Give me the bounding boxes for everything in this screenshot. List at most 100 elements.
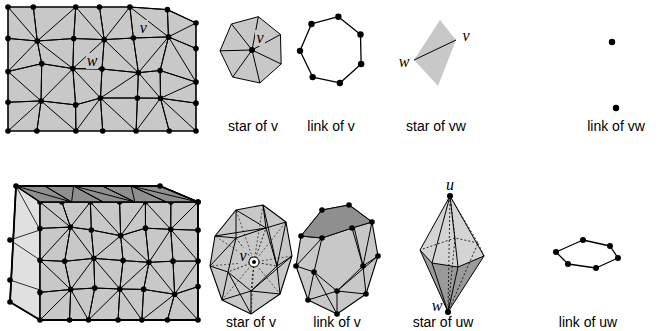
mesh-edge	[450, 196, 458, 267]
mesh-edge	[104, 38, 133, 40]
caption-label: link of uw	[559, 315, 617, 329]
mesh-edge	[40, 202, 41, 228]
mesh-edge	[130, 7, 133, 38]
mesh-face	[16, 186, 198, 202]
mesh-edge	[94, 258, 123, 260]
vertex-dot	[193, 20, 199, 26]
vertex-label: v	[461, 28, 470, 44]
mesh-edge	[121, 236, 123, 261]
vertex-label: v	[255, 30, 264, 46]
mesh-edge	[450, 196, 484, 256]
mesh-edge	[142, 289, 144, 320]
mesh-edge	[123, 261, 149, 263]
mesh-edge	[251, 262, 254, 314]
mesh-edge	[90, 202, 92, 230]
mesh-edge	[296, 238, 322, 266]
mesh-face	[8, 7, 196, 131]
vertex-label: v	[139, 20, 148, 36]
vertex-dot	[131, 35, 137, 41]
mesh-edge	[149, 229, 171, 262]
vertex-dot	[349, 225, 355, 231]
mesh-edge	[133, 37, 168, 38]
mesh-edge	[41, 69, 73, 101]
mesh-edge	[71, 289, 89, 320]
mesh-edge	[10, 240, 40, 260]
vertex-dot	[31, 4, 37, 10]
mesh-edge	[120, 262, 149, 289]
mesh-edge	[37, 41, 73, 69]
mesh-edge	[76, 7, 100, 8]
vertex-dot	[5, 69, 11, 75]
mesh-edge	[167, 10, 168, 37]
mesh-edge	[254, 256, 292, 262]
mesh-edge	[71, 288, 95, 289]
mesh-edge	[121, 202, 146, 236]
mesh-edge	[102, 69, 138, 73]
mesh-edge	[458, 256, 484, 267]
mesh-edge	[171, 229, 198, 231]
vertex-dot	[141, 287, 147, 293]
mesh-edge	[76, 98, 101, 131]
mesh-edge	[420, 196, 450, 250]
mesh-edge	[37, 101, 41, 131]
mesh-edge	[95, 288, 120, 290]
mesh-edge	[65, 227, 71, 261]
mesh-edge	[171, 229, 173, 261]
vertex-dot	[99, 66, 105, 72]
mesh-edge	[8, 102, 9, 131]
mesh-edge	[173, 261, 175, 294]
mesh-edge	[118, 289, 120, 320]
mesh-edge	[137, 73, 138, 98]
mesh-edge	[167, 10, 196, 23]
mesh-edge	[45, 186, 72, 202]
mesh-edge	[166, 202, 198, 203]
vertex-label: w	[431, 298, 444, 314]
mesh-edge	[40, 228, 41, 260]
mesh-edge	[91, 230, 120, 236]
mesh-edge	[42, 64, 73, 69]
mesh-edge	[33, 7, 37, 41]
mesh-edge	[88, 289, 119, 320]
mesh-edge	[37, 131, 76, 132]
vertex-dot	[375, 253, 381, 259]
mesh-edge	[136, 98, 137, 131]
mesh-edge	[74, 186, 104, 202]
vertex-dot	[319, 235, 325, 241]
vertex-dot	[613, 105, 619, 111]
vertex-marker	[249, 257, 259, 267]
vertex-dot	[68, 224, 74, 230]
mesh-edge	[102, 40, 104, 69]
mesh-edge	[222, 291, 251, 300]
mesh-edge	[160, 98, 169, 131]
caption-label: star of vw	[406, 119, 466, 133]
mesh-edge	[120, 289, 142, 320]
mesh-edge	[448, 267, 458, 312]
mesh-edge	[171, 202, 198, 229]
mesh-edge	[231, 24, 252, 50]
vertex-dot	[118, 233, 124, 239]
vertex-dot	[305, 297, 311, 303]
mesh-edge	[91, 230, 93, 258]
mesh-edge	[33, 7, 37, 41]
mesh-edge	[254, 262, 280, 294]
vertex-dot	[70, 66, 76, 72]
mesh-edge	[100, 69, 102, 98]
mesh-edge	[16, 186, 72, 202]
mesh-edge	[160, 98, 169, 131]
mesh-edge	[8, 38, 37, 41]
mesh-edge	[254, 222, 286, 262]
mesh-edge	[120, 289, 144, 290]
mesh-edge	[74, 186, 104, 202]
mesh-edge	[99, 7, 129, 8]
mesh-edge	[363, 222, 372, 266]
mesh-edge	[72, 202, 104, 203]
mesh-edge	[135, 202, 167, 203]
mesh-edge	[102, 186, 134, 202]
vertex-dot	[136, 70, 142, 76]
mesh-edge	[40, 289, 71, 320]
mesh-edge	[196, 48, 197, 82]
mesh-edge	[41, 101, 76, 131]
mesh-face	[420, 250, 484, 312]
mesh-edge	[10, 280, 40, 290]
